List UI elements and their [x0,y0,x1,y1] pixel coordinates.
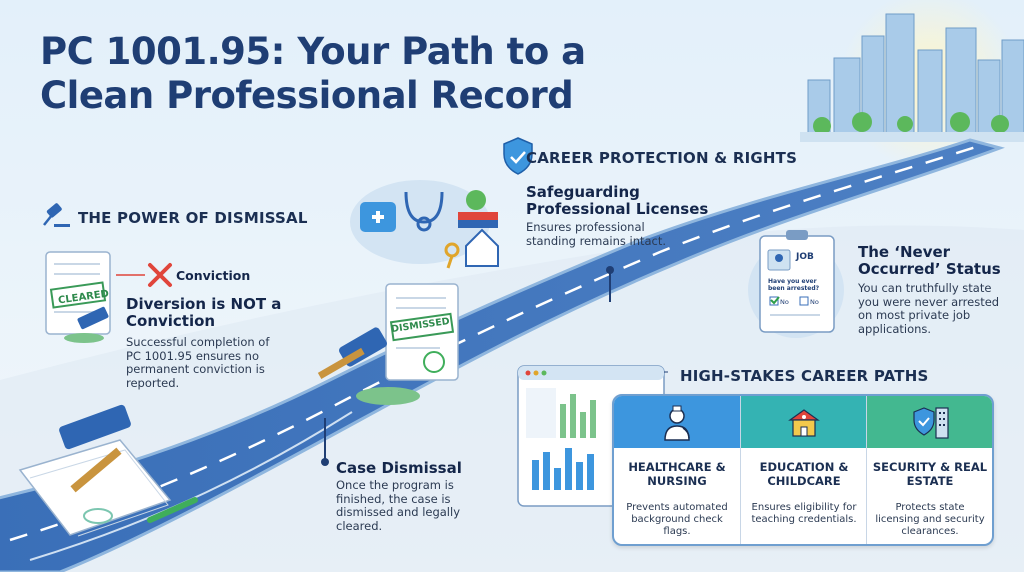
trees [813,112,1009,135]
cleared-document-illustration [45,251,111,343]
path-marker-2 [606,266,614,302]
career-path-education: EDUCATION & CHILDCARE Ensures eligibilit… [740,396,867,544]
career-protection-heading: CAREER PROTECTION & RIGHTS [526,149,798,167]
never-occurred-title: The ‘Never Occurred’ Status [858,243,1001,278]
job-form-option-no-checked: No [780,298,789,306]
gavel-icon [43,203,70,227]
career-path-name: EDUCATION & CHILDCARE [759,460,849,488]
conviction-x-icon [116,263,172,287]
licenses-text: Ensures professional standing remains in… [526,220,667,248]
diversion-text: Successful completion of PC 1001.95 ensu… [126,335,270,390]
shield-building-icon [867,396,992,448]
never-occurred-text: You can truthfully state you were never … [858,281,1000,336]
diversion-title: Diversion is NOT a Conviction [126,295,282,330]
road [0,138,1005,572]
career-path-healthcare: HEALTHCARE & NURSING Prevents automated … [614,396,740,544]
case-dismissal-title: Case Dismissal [336,459,462,477]
job-form-option-no: No [810,298,819,306]
career-path-desc: Protects state licensing and security cl… [875,502,985,537]
path-marker-1 [321,418,329,466]
school-icon [741,396,867,448]
career-paths-card: HEALTHCARE & NURSING Prevents automated … [612,394,994,546]
job-application-illustration [748,230,844,338]
career-paths-heading: HIGH-STAKES CAREER PATHS [680,367,929,385]
career-path-desc: Prevents automated background check flag… [626,502,728,537]
nurse-icon [614,396,740,448]
job-form-label: JOB [796,252,814,262]
case-dismissal-text: Once the program is finished, the case i… [336,478,461,533]
page-title: PC 1001.95: Your Path to a Clean Profess… [40,30,586,117]
career-path-security: SECURITY & REAL ESTATE Protects state li… [866,396,992,544]
gavel-documents-illustration [18,404,198,537]
career-path-desc: Ensures eligibility for teaching credent… [751,502,857,525]
licenses-title: Safeguarding Professional Licenses [526,183,709,218]
job-form-question: Have you ever been arrested? [768,278,820,292]
dismissal-heading: THE POWER OF DISMISSAL [78,209,308,227]
conviction-label: Conviction [176,268,251,283]
career-path-name: HEALTHCARE & NURSING [628,460,726,488]
career-icons-cluster [350,180,499,269]
shield-check-icon [503,137,533,175]
career-path-name: SECURITY & REAL ESTATE [872,460,988,488]
gavel-dismissed-illustration [317,283,459,405]
